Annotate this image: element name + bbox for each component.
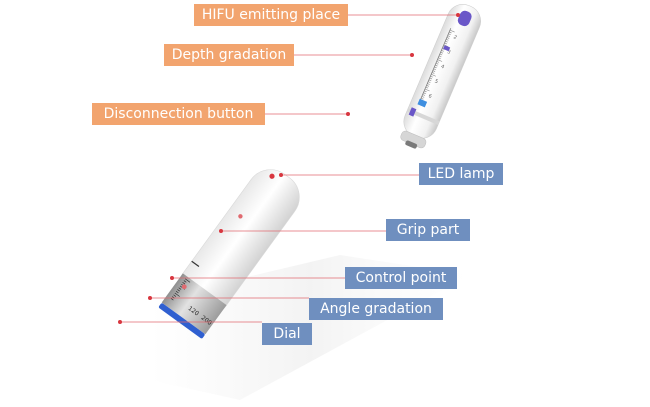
scale-tick [427,81,431,83]
scale-tick [435,64,438,67]
scale-tick [449,29,455,33]
blue-base-ring [158,303,205,339]
scale-tick [178,287,182,290]
endpoint-depth [410,53,414,57]
hifu-window [457,10,472,27]
angle-indicator-dot [181,284,187,290]
control-point-mark [191,260,200,268]
endpoint-grip [219,229,223,233]
scale-tick [427,83,430,85]
endpoint-angle [148,296,152,300]
endpoint-led [279,173,283,177]
depth-scale-label: 4 [440,64,445,71]
small-handpiece-tip [405,140,418,149]
scale-tick [437,59,443,62]
scale-tick [174,292,180,297]
scale-tick [184,278,191,283]
scale-tick [173,294,177,297]
scale-tick [445,40,448,43]
scale-tick [422,94,426,96]
scale-tick [447,35,451,37]
scale-tick [183,280,187,283]
scale-tick [432,70,436,72]
depth-scale-label: 5 [434,78,439,85]
scale-tick [175,290,179,294]
scale-tick [428,79,432,82]
scale-tick [446,37,450,39]
scale-tick [420,97,424,100]
scale-tick [423,92,426,94]
scale-tick [438,57,441,59]
scale-tick [449,31,452,34]
scale-tick [182,282,186,285]
scale-tick [177,289,181,292]
dial [161,273,227,335]
depth-scale-label: 2 [452,34,457,41]
scale-tick [438,55,442,58]
endpoint-disconnection [346,112,350,116]
scale-tick [439,53,443,56]
label-disconnection-button: Disconnection button [92,103,265,125]
label-grip-part: Grip part [386,219,470,241]
depth-indicator [443,45,451,52]
scale-tick [441,50,444,52]
small-handpiece-body [403,4,481,139]
depth-scale-label: 6 [427,93,432,100]
scale-tick [431,72,435,74]
depth-scale-label: 3 [446,49,451,56]
blue-sticker [417,98,428,108]
scale-tick [448,33,451,36]
leader-endpoints [118,13,460,324]
grip-part-dot [238,214,243,219]
scale-tick [435,62,439,65]
label-depth-gradation: Depth gradation [164,44,294,66]
endpoint-dial [118,320,122,324]
label-angle-gradation: Angle gradation [309,298,443,320]
scale-tick [425,86,429,89]
scale-tick [430,75,433,78]
label-led-lamp: LED lamp [419,163,503,185]
scale-tick [424,90,427,93]
scale-tick [170,298,174,301]
scale-tick [444,42,447,45]
scale-tick [443,44,449,48]
scale-tick [424,88,430,92]
scale-tick [445,39,449,41]
scale-tick [429,77,433,80]
large-handpiece: 120 200 [158,169,300,339]
small-handpiece: 2 3 4 5 6 [400,4,481,149]
label-control-point: Control point [345,267,457,289]
scale-tick [431,74,436,77]
endpoint-control [170,276,174,280]
scale-tick [434,66,437,69]
label-hifu-emitting-place: HIFU emitting place [194,4,348,26]
scale-tick [421,96,425,98]
scale-tick [436,61,440,63]
scale-tick [440,51,444,54]
label-dial: Dial [262,323,312,345]
scale-tick [433,68,437,71]
scale-tick [426,85,429,87]
led-lamp-dot [269,173,275,179]
endpoint-hifu [456,13,460,17]
disconnection-button-mark [408,107,417,117]
leader-lines [120,14,458,323]
